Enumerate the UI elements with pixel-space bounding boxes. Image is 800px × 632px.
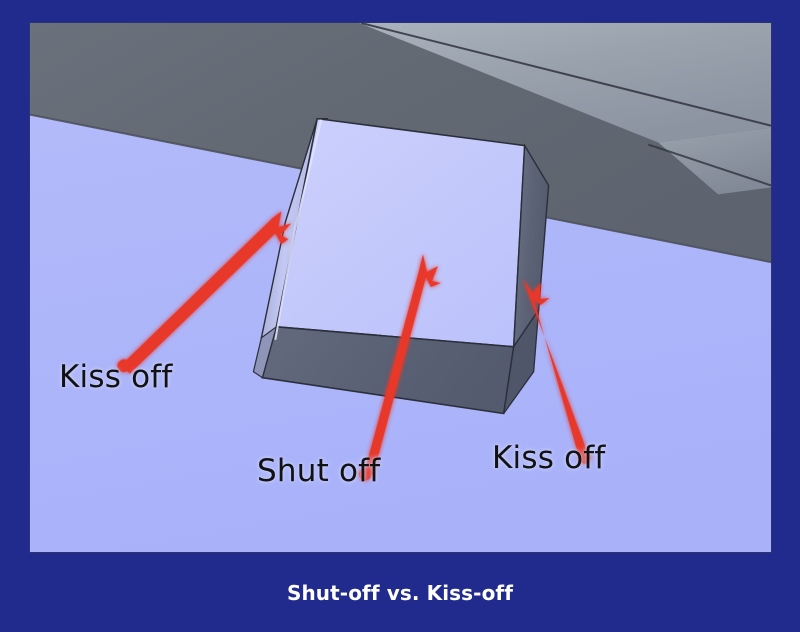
boss-right-lower-chamfer [503,307,540,414]
mating-wall-secondary-band [658,127,771,195]
wall-edge-line-lower [648,143,771,187]
boss-solid [252,117,550,415]
boss-left-lower-chamfer [252,325,278,379]
arrow-shut-off [364,254,441,476]
cad-render-image [30,23,771,552]
cad-render-viewport [29,22,772,553]
arrow-kiss-off-left [121,211,292,374]
callout-arrow-group [117,211,591,481]
wall-edge-line-upper [360,23,771,127]
arrow-kiss-off-right-tail-cap [578,451,591,464]
arrow-kiss-off-right [522,279,589,459]
caption-bar: Shut-off vs. Kiss-off [0,553,800,632]
figure-caption: Shut-off vs. Kiss-off [286,580,514,605]
callout-label-kiss-off-right: Kiss off [492,440,606,476]
arrow-kiss-off-left-tail-cap [117,359,131,373]
boss-left-edge-highlight [274,119,323,340]
callout-label-kiss-off-left: Kiss off [59,359,173,395]
mating-wall-highlight-band [359,23,771,143]
callout-label-shut-off: Shut off [257,453,381,489]
arrow-shut-off-tail-cap [358,468,372,481]
